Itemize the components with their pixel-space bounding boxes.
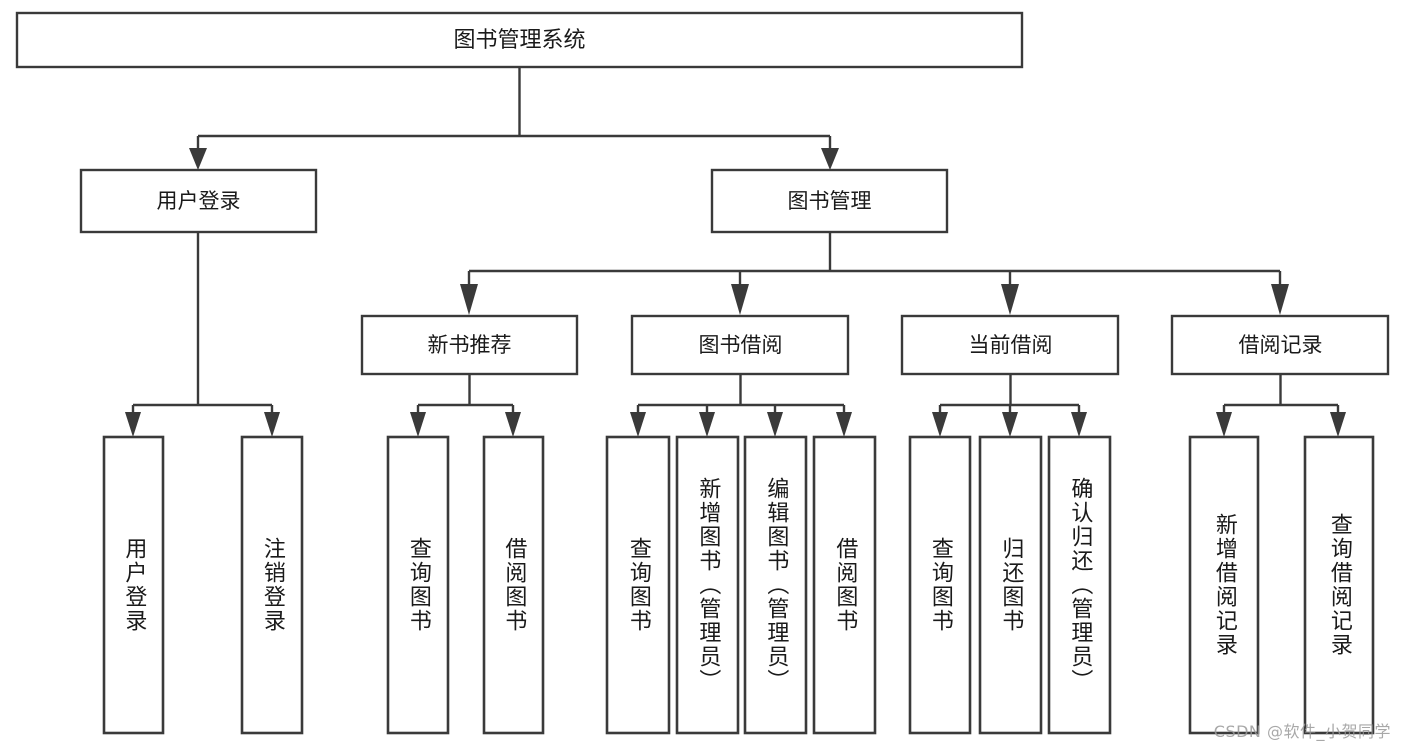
arrow-to-cb-leaf-3 [1071,412,1087,437]
node-user-login-box[interactable] [79,168,318,234]
node-root[interactable]: 图书管理系统 [15,11,1024,69]
node-book-borrow-label: 图书借阅 [699,333,783,357]
leaf-box-cb-query-book[interactable] [908,435,972,735]
node-book-borrow-box[interactable] [630,314,850,376]
node-new-book-recommend-label: 新书推荐 [428,333,512,357]
leaf-box-br-add-record[interactable] [1188,435,1260,735]
arrow-to-bb-leaf-1 [630,412,646,437]
arrow-to-book-borrow [731,284,749,315]
leaf-box-bb-borrow-book[interactable] [812,435,877,735]
leaf-box-bb-add-book[interactable] [675,435,740,735]
node-current-borrow[interactable]: 当前借阅 [900,314,1120,376]
arrow-to-cb-leaf-1 [932,412,948,437]
arrow-to-user-login [189,148,207,170]
leaf-box-user-login[interactable] [102,435,165,735]
arrow-to-cb-leaf-2 [1002,412,1018,437]
leaf-box-nb-query-book[interactable] [386,435,450,735]
arrow-to-br-leaf-2 [1330,412,1346,437]
leaf-box-bb-edit-book[interactable] [743,435,808,735]
node-book-borrow[interactable]: 图书借阅 [630,314,850,376]
arrow-to-leaf-user-login [125,412,141,437]
leaf-box-logout[interactable] [240,435,304,735]
csdn-watermark: CSDN @软件_小贺同学 [1213,722,1391,741]
node-book-manage[interactable]: 图书管理 [710,168,949,234]
node-borrow-record[interactable]: 借阅记录 [1170,314,1390,376]
leaf-box-bb-query-book[interactable] [605,435,671,735]
arrow-to-leaf-logout [264,412,280,437]
arrow-to-nb-leaf-2 [505,412,521,437]
leaf-box-group [102,435,1375,735]
arrow-to-bb-leaf-2 [699,412,715,437]
node-borrow-record-box[interactable] [1170,314,1390,376]
leaf-box-cb-confirm-return[interactable] [1047,435,1112,735]
arrow-to-nb-leaf-1 [410,412,426,437]
node-borrow-record-label: 借阅记录 [1239,333,1323,357]
leaf-box-br-query-record[interactable] [1303,435,1375,735]
node-current-borrow-label: 当前借阅 [969,333,1053,357]
arrow-to-bb-leaf-3 [767,412,783,437]
leaf-box-cb-return-book[interactable] [978,435,1043,735]
node-current-borrow-box[interactable] [900,314,1120,376]
arrow-to-bb-leaf-4 [836,412,852,437]
node-book-manage-label: 图书管理 [788,189,872,213]
arrow-to-borrow-record [1271,284,1289,315]
arrow-to-book-manage [821,148,839,170]
connector-group [125,67,1346,437]
node-user-login-label: 用户登录 [157,189,241,213]
node-root-box[interactable] [15,11,1024,69]
node-root-label: 图书管理系统 [453,28,585,53]
node-new-book-recommend-box[interactable] [360,314,579,376]
arrow-to-br-leaf-1 [1216,412,1232,437]
node-new-book-recommend[interactable]: 新书推荐 [360,314,579,376]
arrow-to-new-book [460,284,478,315]
leaf-box-nb-borrow-book[interactable] [482,435,545,735]
arrow-to-current-borrow [1001,284,1019,315]
node-user-login[interactable]: 用户登录 [79,168,318,234]
node-book-manage-box[interactable] [710,168,949,234]
